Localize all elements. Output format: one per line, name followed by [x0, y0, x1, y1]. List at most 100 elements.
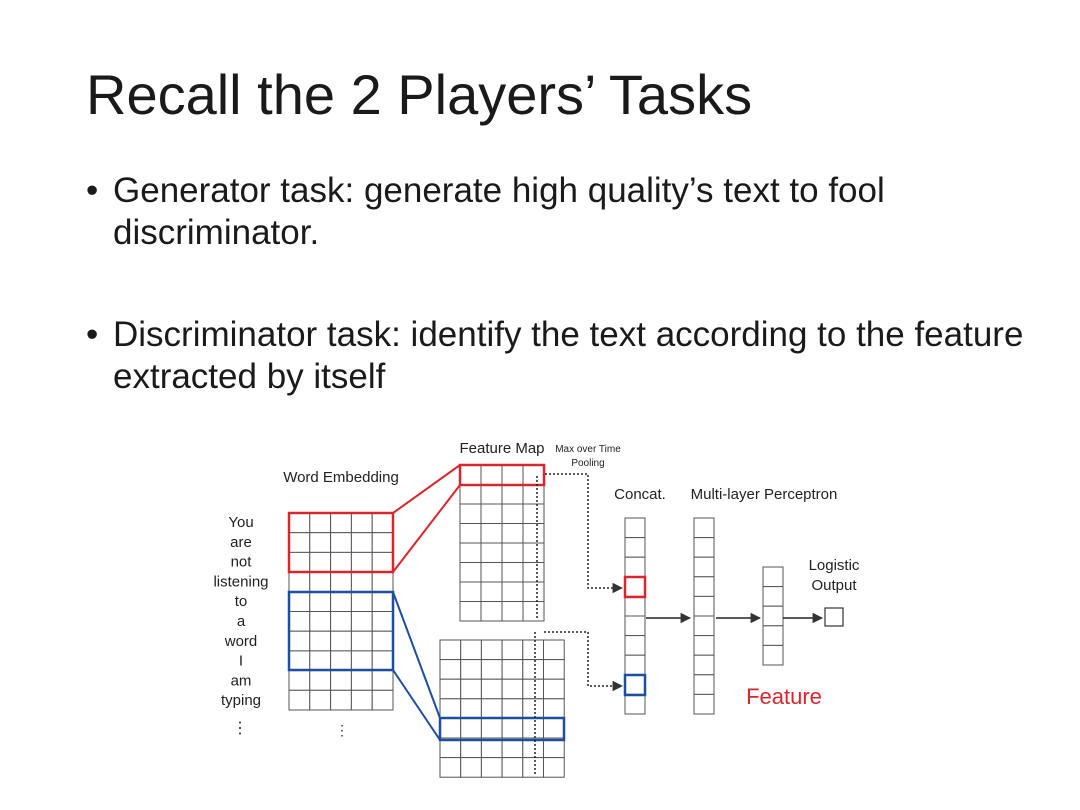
- grid-cell: [288, 532, 311, 553]
- grid-cell: [350, 650, 373, 672]
- grid-cell: [480, 717, 503, 739]
- grid-cell: [522, 698, 544, 719]
- mlp-hidden-layer: [762, 566, 784, 666]
- grid-cell: [350, 689, 373, 711]
- max-pool-label-2: Pooling: [571, 458, 604, 469]
- grid-cell: [350, 551, 373, 573]
- grid-cell: [501, 503, 524, 524]
- word-embedding-matrix: [288, 512, 394, 711]
- grid-cell: [693, 537, 715, 558]
- grid-cell: [543, 757, 565, 778]
- bullet-discriminator: • Discriminator task: identify the text …: [86, 314, 1026, 398]
- slide-title: Recall the 2 Players’ Tasks: [86, 63, 753, 126]
- input-word: not: [231, 554, 253, 571]
- grid-cell: [288, 611, 311, 632]
- bullet-text: Generator task: generate high quality’s …: [113, 171, 885, 252]
- pooling-arrow-top: [536, 473, 624, 620]
- grid-cell: [459, 464, 482, 485]
- grid-cell: [501, 659, 524, 680]
- grid-cell: [501, 698, 524, 719]
- grid-cell: [350, 571, 373, 593]
- grid-cell: [480, 542, 503, 563]
- input-word: I: [239, 653, 243, 670]
- grid-cell: [624, 595, 646, 617]
- bullet-marker: •: [86, 171, 99, 210]
- grid-cell: [693, 693, 715, 715]
- grid-cell: [501, 484, 524, 505]
- grid-cell: [309, 532, 332, 553]
- input-word: word: [224, 633, 258, 650]
- grid-cell: [693, 615, 715, 637]
- concat-label: Concat.: [614, 486, 666, 503]
- grid-cell: [480, 523, 503, 544]
- grid-cell: [330, 571, 352, 593]
- grid-cell: [330, 689, 352, 711]
- grid-cell: [330, 670, 352, 691]
- grid-cell: [480, 464, 503, 485]
- input-word: am: [231, 672, 252, 689]
- grid-cell: [350, 512, 373, 534]
- grid-cell: [624, 654, 646, 676]
- grid-cell: [543, 717, 565, 739]
- grid-cell: [309, 611, 332, 632]
- input-word: to: [235, 593, 248, 610]
- input-word: a: [237, 613, 246, 630]
- grid-cell: [543, 698, 565, 719]
- grid-cell: [288, 689, 311, 711]
- grid-cell: [693, 654, 715, 676]
- grid-cell: [371, 650, 394, 672]
- grid-cell: [460, 717, 482, 739]
- feature-map-top-highlight: [458, 463, 546, 487]
- grid-cell: [522, 639, 544, 661]
- grid-cell: [288, 630, 311, 652]
- grid-cell: [543, 659, 565, 680]
- grid-cell: [522, 542, 545, 563]
- grid-cell: [501, 757, 524, 778]
- grid-cell: [522, 659, 544, 680]
- grid-cell: [330, 630, 352, 652]
- feature-label: Feature: [746, 684, 822, 709]
- embedding-filter-blue: [287, 590, 395, 672]
- grid-cell: [439, 678, 462, 700]
- grid-cell: [480, 639, 503, 661]
- grid-cell: [330, 611, 352, 632]
- grid-cell: [459, 484, 482, 505]
- grid-cell: [459, 581, 482, 602]
- grid-cell: [543, 639, 565, 661]
- grid-cell: [501, 523, 524, 544]
- mlp-label: Multi-layer Perceptron: [691, 486, 838, 503]
- grid-cell: [309, 571, 332, 593]
- words-ellipsis: ⋮: [232, 720, 248, 737]
- grid-cell: [501, 717, 524, 739]
- grid-cell: [501, 601, 524, 622]
- grid-cell: [460, 757, 482, 778]
- grid-cell: [501, 639, 524, 661]
- grid-cell: [522, 523, 545, 544]
- grid-cell: [460, 659, 482, 680]
- grid-cell: [371, 630, 394, 652]
- bullet-text: Discriminator task: identify the text ac…: [113, 315, 1024, 396]
- grid-cell: [288, 670, 311, 691]
- grid-cell: [439, 659, 462, 680]
- grid-cell: [371, 611, 394, 632]
- word-embedding-label: Word Embedding: [283, 469, 399, 486]
- grid-cell: [480, 581, 503, 602]
- grid-cell: [762, 566, 784, 588]
- grid-cell: [350, 630, 373, 652]
- grid-cell: [309, 591, 332, 612]
- grid-cell: [309, 630, 332, 652]
- grid-cell: [693, 517, 715, 539]
- input-word: You: [228, 514, 253, 531]
- bullet-list: • Generator task: generate high quality’…: [86, 170, 1026, 398]
- concat-cell-red: [623, 575, 647, 599]
- grid-cell: [501, 678, 524, 700]
- grid-cell: [522, 581, 545, 602]
- grid-cell: [288, 571, 311, 593]
- feature-map-bottom: [439, 639, 565, 778]
- grid-cell: [480, 503, 503, 524]
- grid-cell: [460, 678, 482, 700]
- pooling-arrow-bottom: [534, 631, 624, 776]
- grid-cell: [480, 757, 503, 778]
